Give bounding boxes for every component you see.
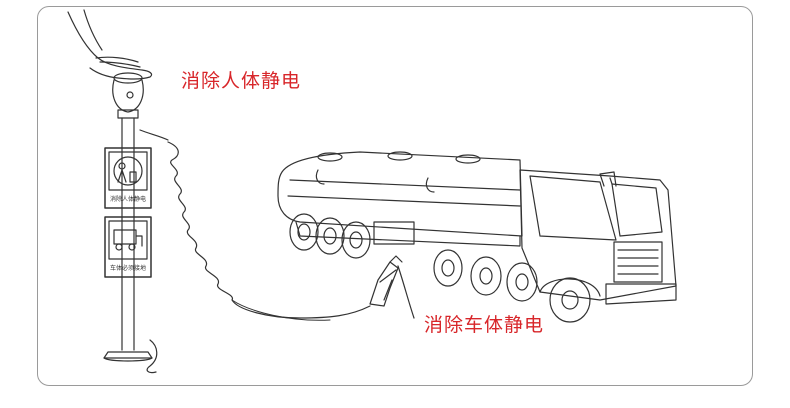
label-human-static: 消除人体静电 xyxy=(181,70,302,92)
tanker-truck xyxy=(277,151,677,323)
sign-bottom-caption: 车体必须接地 xyxy=(109,265,146,272)
label-vehicle-static: 消除车体静电 xyxy=(424,314,545,336)
vehicle-leader xyxy=(397,265,415,319)
sign-top-caption: 消除人体静电 xyxy=(109,196,146,203)
sign-vehicle xyxy=(104,216,152,278)
coiled-cable xyxy=(167,141,371,319)
pole xyxy=(103,117,158,374)
ball-wire xyxy=(139,129,169,141)
discharge-ball xyxy=(112,72,144,119)
sign-human xyxy=(104,147,152,209)
diagram-frame xyxy=(37,6,753,386)
grounding-clamp xyxy=(369,255,403,307)
hand-drawing xyxy=(67,9,153,80)
